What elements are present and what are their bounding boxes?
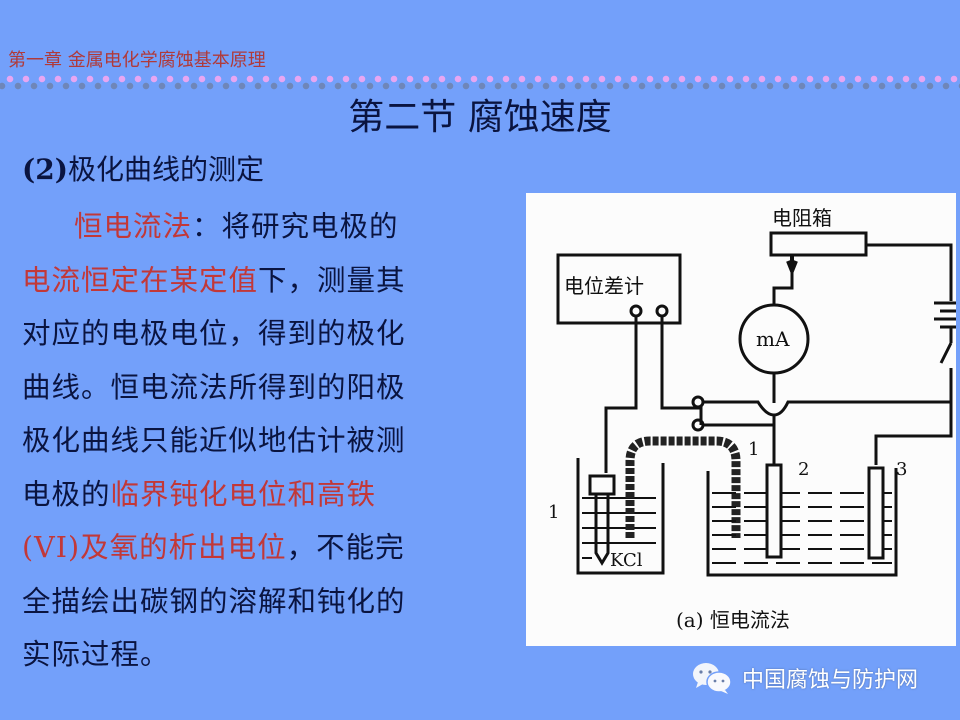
decorative-dot-row-grey (0, 82, 960, 90)
body-text: (2)极化曲线的测定 恒电流法：将研究电极的电流恒定在某定值下，测量其对应的电极… (22, 150, 512, 682)
paragraph-line: 对应的电极电位，得到的极化 (22, 307, 512, 361)
paragraph-text: 实际过程。 (22, 638, 170, 671)
paragraph-line: 极化曲线只能近似地估计被测 (22, 414, 512, 468)
paragraph-text: 极化曲线只能近似地估计被测 (22, 424, 406, 457)
paragraph-text: 全描绘出碳钢的溶解和钝化的 (22, 584, 406, 618)
salt-bridge-label: 1 (748, 439, 759, 460)
paragraph: 恒电流法：将研究电极的电流恒定在某定值下，测量其对应的电极电位，得到的极化曲线。… (22, 200, 512, 682)
paragraph-text: 下，测量其 (258, 263, 406, 297)
watermark-text: 中国腐蚀与防护网 (742, 668, 919, 693)
paragraph-text: 对应的电极电位，得到的极化 (22, 317, 406, 350)
paragraph-line: 电极的临界钝化电位和高铁 (22, 468, 512, 522)
paragraph-line: 电流恒定在某定值下，测量其 (22, 254, 512, 308)
paragraph-text: ：将研究电极的 (192, 210, 399, 243)
paragraph-line: 恒电流法：将研究电极的 (22, 200, 512, 254)
watermark: 中国腐蚀与防护网 (690, 660, 918, 696)
potentiometer-label: 电位差计 (564, 274, 644, 298)
paragraph-text: 电极的 (22, 477, 111, 511)
electrode-label-2: 2 (798, 459, 809, 480)
section-title: 第二节 腐蚀速度 (0, 88, 960, 140)
resistance-box-label: 电阻箱 (772, 206, 832, 230)
wechat-icon (693, 663, 732, 694)
resistance-box (769, 231, 868, 257)
paragraph-line: 全描绘出碳钢的溶解和钝化的 (22, 575, 512, 629)
ammeter-label: mA (756, 327, 790, 351)
paragraph-line: (VI)及氧的析出电位，不能完 (22, 521, 512, 575)
electrode-label-1: 1 (548, 502, 559, 523)
diagram-caption: (a) 恒电流法 (676, 608, 790, 632)
decorative-dot-row-pink (0, 75, 960, 83)
potentiometer (556, 253, 682, 325)
subheading-text: 极化曲线的测定 (67, 153, 264, 186)
subheading-number: (2) (22, 153, 68, 186)
galvanostatic-circuit-diagram: 电阻箱 mA 电位差计 KCl 1 1 (526, 193, 956, 646)
paragraph-text: ，不能完 (286, 531, 405, 564)
section-title-text: 第二节 腐蚀速度 (348, 97, 612, 138)
paragraph-line: 实际过程。 (22, 628, 512, 682)
highlighted-text: (VI)及氧的析出电位 (22, 531, 287, 564)
chapter-title: 第一章 金属电化学腐蚀基本原理 (8, 50, 266, 71)
paragraph-text: 曲线。恒电流法所得到的阳极 (22, 370, 406, 404)
subheading: (2)极化曲线的测定 (22, 150, 512, 200)
highlighted-text: 电流恒定在某定值 (22, 263, 259, 297)
highlighted-text: 临界钝化电位和高铁 (110, 477, 377, 511)
kcl-label: KCl (610, 550, 643, 571)
paragraph-line: 曲线。恒电流法所得到的阳极 (22, 361, 512, 415)
electrode-label-3: 3 (896, 459, 907, 480)
highlighted-text: 恒电流法 (74, 210, 193, 243)
